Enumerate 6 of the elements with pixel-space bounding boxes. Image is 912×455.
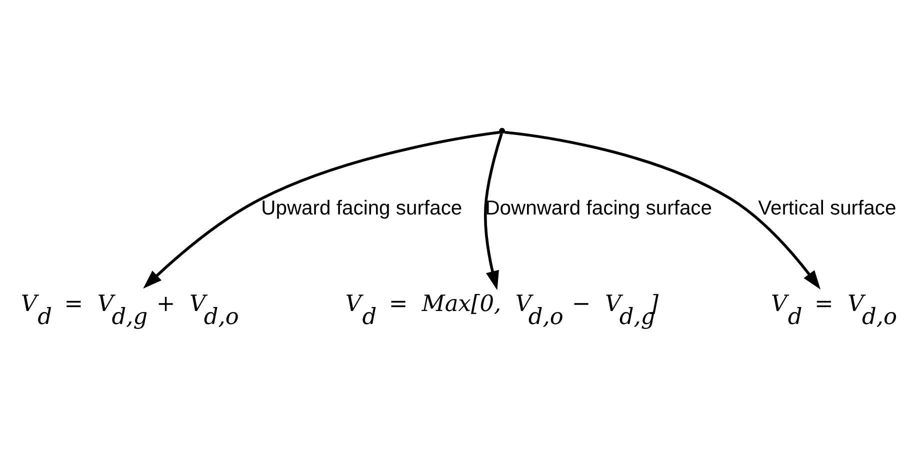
node-point <box>499 128 506 134</box>
arrow <box>484 133 503 290</box>
arrow <box>143 130 500 289</box>
edge-label: Vertical surface <box>758 198 896 220</box>
edge-label: Upward facing surface <box>261 198 462 220</box>
arrow <box>504 130 821 290</box>
